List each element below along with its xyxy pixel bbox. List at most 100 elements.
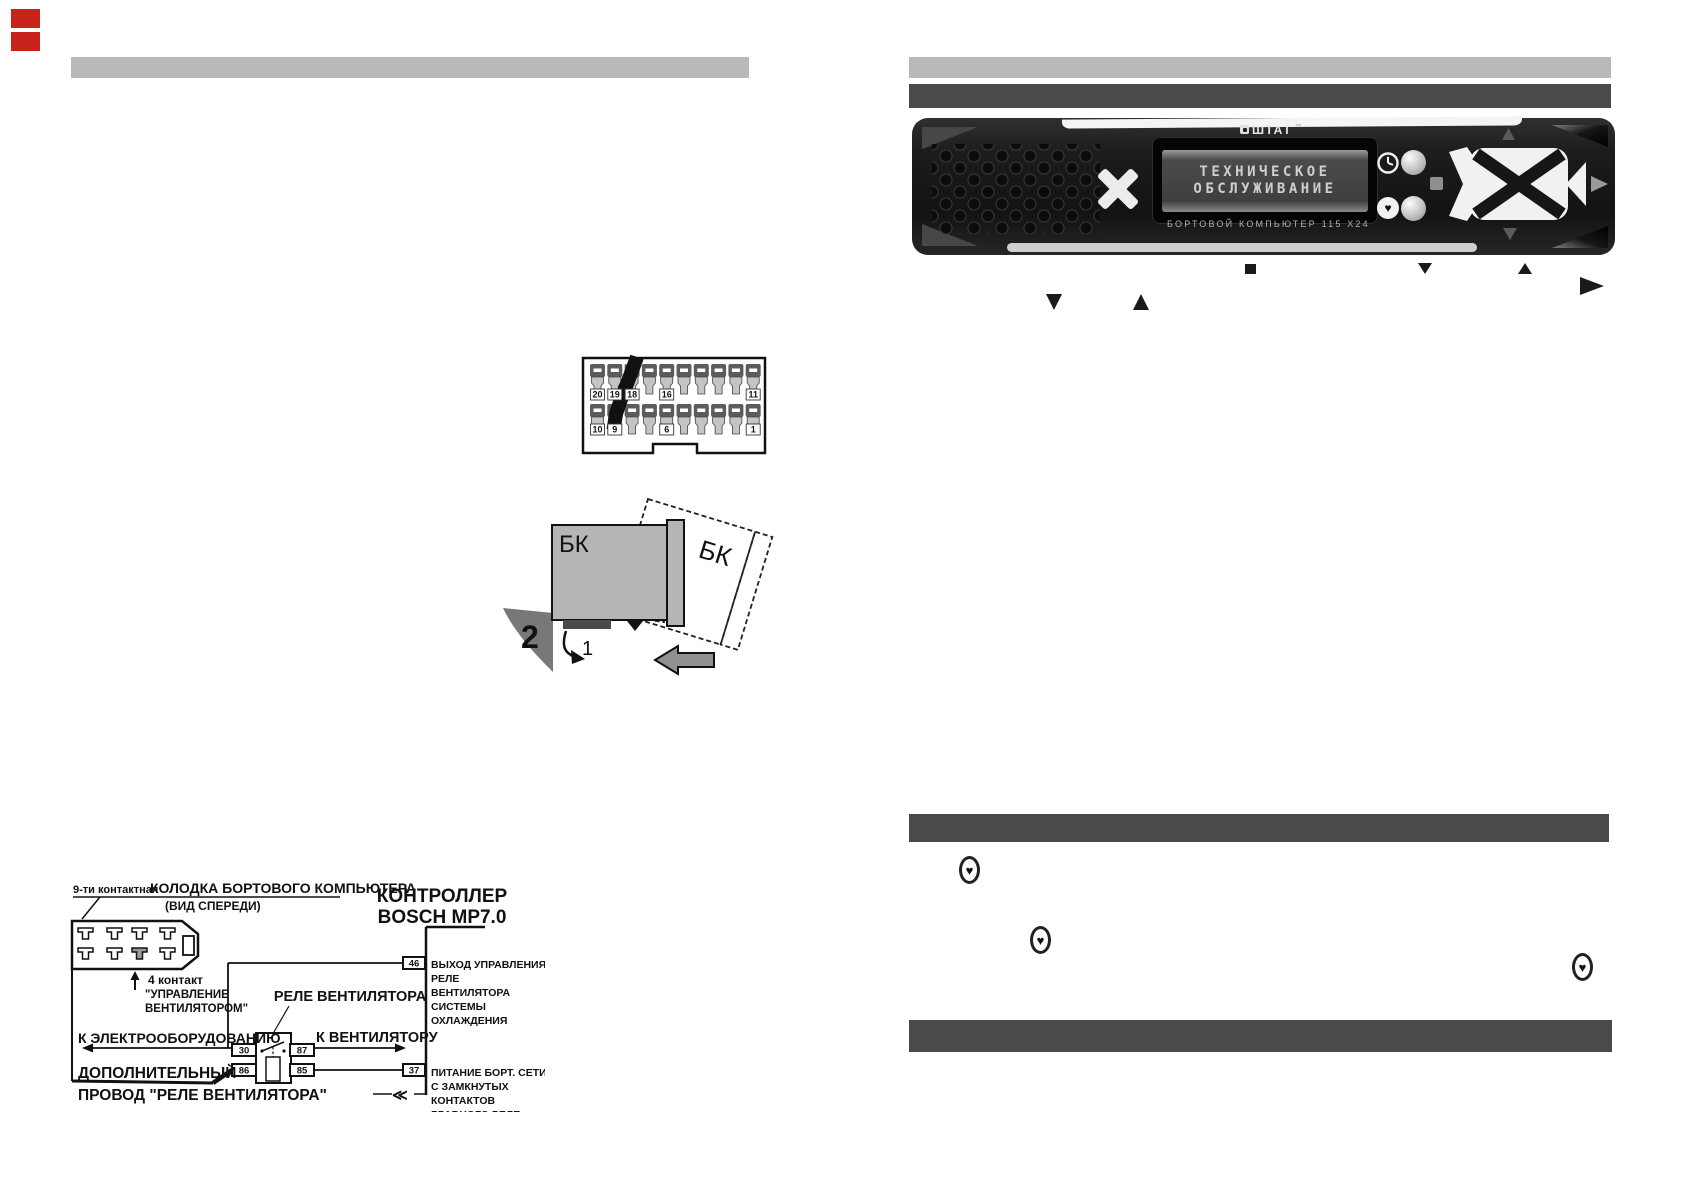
stop-square-icon <box>1245 264 1256 274</box>
out46-line: ОХЛАЖДЕНИЯ <box>431 1015 507 1027</box>
square-button <box>1430 177 1443 190</box>
out46-line: ВЕНТИЛЯТОРА <box>431 987 510 999</box>
nav-right-triangle-icon <box>1591 176 1608 192</box>
trip-computer-photo: ШТАТ ™ ТЕХНИЧЕСКОЕ ОБСЛУЖИВАНИЕ БОРТОВОЙ… <box>912 116 1615 255</box>
nav-right-wing <box>1566 162 1586 206</box>
bk-unit <box>551 524 668 621</box>
controller-title-1: КОНТРОЛЛЕР <box>377 886 508 907</box>
gloss-highlight <box>1007 243 1477 252</box>
insert-arrow-icon <box>653 644 715 676</box>
step1-arrowhead <box>571 650 585 664</box>
pin4-note-1: 4 контакт <box>148 973 203 987</box>
right-header-bar <box>909 57 1611 78</box>
controller-pin-boxes <box>402 956 426 1077</box>
out37-line: ПИТАНИЕ БОРТ. СЕТИ <box>431 1067 545 1079</box>
brand-name: ШТАТ <box>1252 123 1293 137</box>
heart-icon: ♥ <box>1377 197 1399 219</box>
fan-relay-wiring-diagram: 9-ти контактная КОЛОДКА БОРТОВОГО КОМПЬЮ… <box>70 880 545 1112</box>
speaker-holes <box>932 144 1100 234</box>
lcd-text-line1: ТЕХНИЧЕСКОЕ <box>1199 164 1331 180</box>
pin4-note-3: ВЕНТИЛЯТОРОМ" <box>145 1003 248 1015</box>
to-electro-label: К ЭЛЕКТРООБОРУДОВАНИЮ <box>78 1030 281 1046</box>
nav-cluster <box>1449 128 1608 240</box>
controller-pin-46: 46 <box>409 959 420 970</box>
out37-line: С ЗАМКНУТЫХ <box>431 1081 509 1093</box>
wiring-title-small: 9-ти контактная <box>73 884 158 896</box>
right-subheader-bar <box>909 84 1611 108</box>
bk-front-panel <box>666 519 685 627</box>
wire-band <box>606 354 644 432</box>
wiring-title-sub: (ВИД СПЕРЕДИ) <box>165 899 261 913</box>
controller-pin-37: 37 <box>409 1066 420 1077</box>
down-triangle-icon <box>1046 294 1062 310</box>
model-caption: БОРТОВОЙ КОМПЬЮТЕР 115 X24 <box>1167 219 1370 229</box>
pin-label: 1 <box>751 425 756 435</box>
relay-pin-boxes <box>231 1043 315 1077</box>
out37-line: ГЛАВНОГО РЕЛЕ <box>431 1109 520 1112</box>
relay-pin-86: 86 <box>239 1066 250 1077</box>
x-cutout-icon <box>1095 166 1141 212</box>
section-bar <box>909 814 1609 842</box>
pin-label: 10 <box>592 425 602 435</box>
relay-pin-87: 87 <box>297 1046 308 1057</box>
step1-number: 1 <box>582 638 593 660</box>
step2-wedge <box>503 608 553 672</box>
brand-logo: ШТАТ ™ <box>1240 123 1301 137</box>
red-registration-mark <box>11 9 40 28</box>
out37-line: КОНТАКТОВ <box>431 1095 495 1107</box>
pin-label: 18 <box>627 390 637 400</box>
pin-label: 20 <box>592 390 602 400</box>
relay-pin-30: 30 <box>239 1046 250 1057</box>
pin-label: 6 <box>664 425 669 435</box>
wire-cut-icon: ≪ <box>392 1087 408 1104</box>
small-down-triangle-icon <box>627 621 643 631</box>
step2-number: 2 <box>521 619 539 655</box>
heart-button <box>1401 196 1426 221</box>
out46-line: ВЫХОД УПРАВЛЕНИЯ <box>431 959 545 971</box>
nav-x-bar <box>1472 148 1566 220</box>
out46-line: РЕЛЕ <box>431 973 459 985</box>
pin-label: 11 <box>748 390 758 400</box>
left-header-bar <box>71 57 749 78</box>
lcd-screen: ТЕХНИЧЕСКОЕ ОБСЛУЖИВАНИЕ <box>1162 150 1368 212</box>
lcd-text-line2: ОБСЛУЖИВАНИЕ <box>1193 181 1337 197</box>
left-arrowhead-icon <box>82 1043 93 1053</box>
red-registration-mark <box>11 32 40 51</box>
lcd-bezel: ТЕХНИЧЕСКОЕ ОБСЛУЖИВАНИЕ <box>1153 138 1377 223</box>
bk-ghost-label: БК <box>695 534 735 572</box>
clock-icon <box>1377 152 1399 174</box>
extra-wire-label-1: ДОПОЛНИТЕЛЬНЫЙ <box>78 1064 236 1082</box>
heart-badge-icon: ♥ <box>1030 926 1051 954</box>
clock-button <box>1401 150 1426 175</box>
connector-9pin-pins <box>77 927 176 960</box>
mount-bracket <box>563 620 611 629</box>
pin4-note-2: "УПРАВЛЕНИЕ <box>145 989 229 1001</box>
bk-unit-label: БК <box>559 531 589 558</box>
pin-label: 16 <box>662 390 672 400</box>
up-triangle-icon <box>1518 263 1532 274</box>
up-arrow-icon <box>130 971 140 980</box>
bk-install-diagram: БК 2 БК 1 <box>503 497 774 676</box>
up-triangle-icon <box>1133 294 1149 310</box>
relay-pin-85: 85 <box>297 1066 308 1077</box>
brand-icon <box>1240 125 1249 134</box>
trademark-sign: ™ <box>1295 124 1302 130</box>
pin4-highlighted <box>131 947 148 960</box>
heart-badge-icon: ♥ <box>1572 953 1593 981</box>
down-triangle-icon <box>1418 263 1432 274</box>
relay-title: РЕЛЕ ВЕНТИЛЯТОРА <box>274 989 427 1005</box>
pin-label: 19 <box>610 390 620 400</box>
extra-wire-label-2: ПРОВОД "РЕЛЕ ВЕНТИЛЯТОРА" <box>78 1087 327 1104</box>
to-fan-label: К ВЕНТИЛЯТОРУ <box>316 1030 439 1046</box>
connector-20pin-diagram: 20 19 18 16 11 10 9 6 1 <box>581 354 767 455</box>
wiring-title-big: КОЛОДКА БОРТОВОГО КОМПЬЮТЕРА <box>150 880 416 896</box>
heart-badge-icon: ♥ <box>959 856 980 884</box>
right-arrowhead-icon <box>395 1043 406 1053</box>
out46-line: СИСТЕМЫ <box>431 1001 486 1013</box>
relay-coil <box>265 1056 281 1082</box>
pin-label: 9 <box>612 425 617 435</box>
pin-number-boxes <box>590 388 761 436</box>
section-bar <box>909 1020 1612 1052</box>
connector-pins-top <box>590 364 761 395</box>
